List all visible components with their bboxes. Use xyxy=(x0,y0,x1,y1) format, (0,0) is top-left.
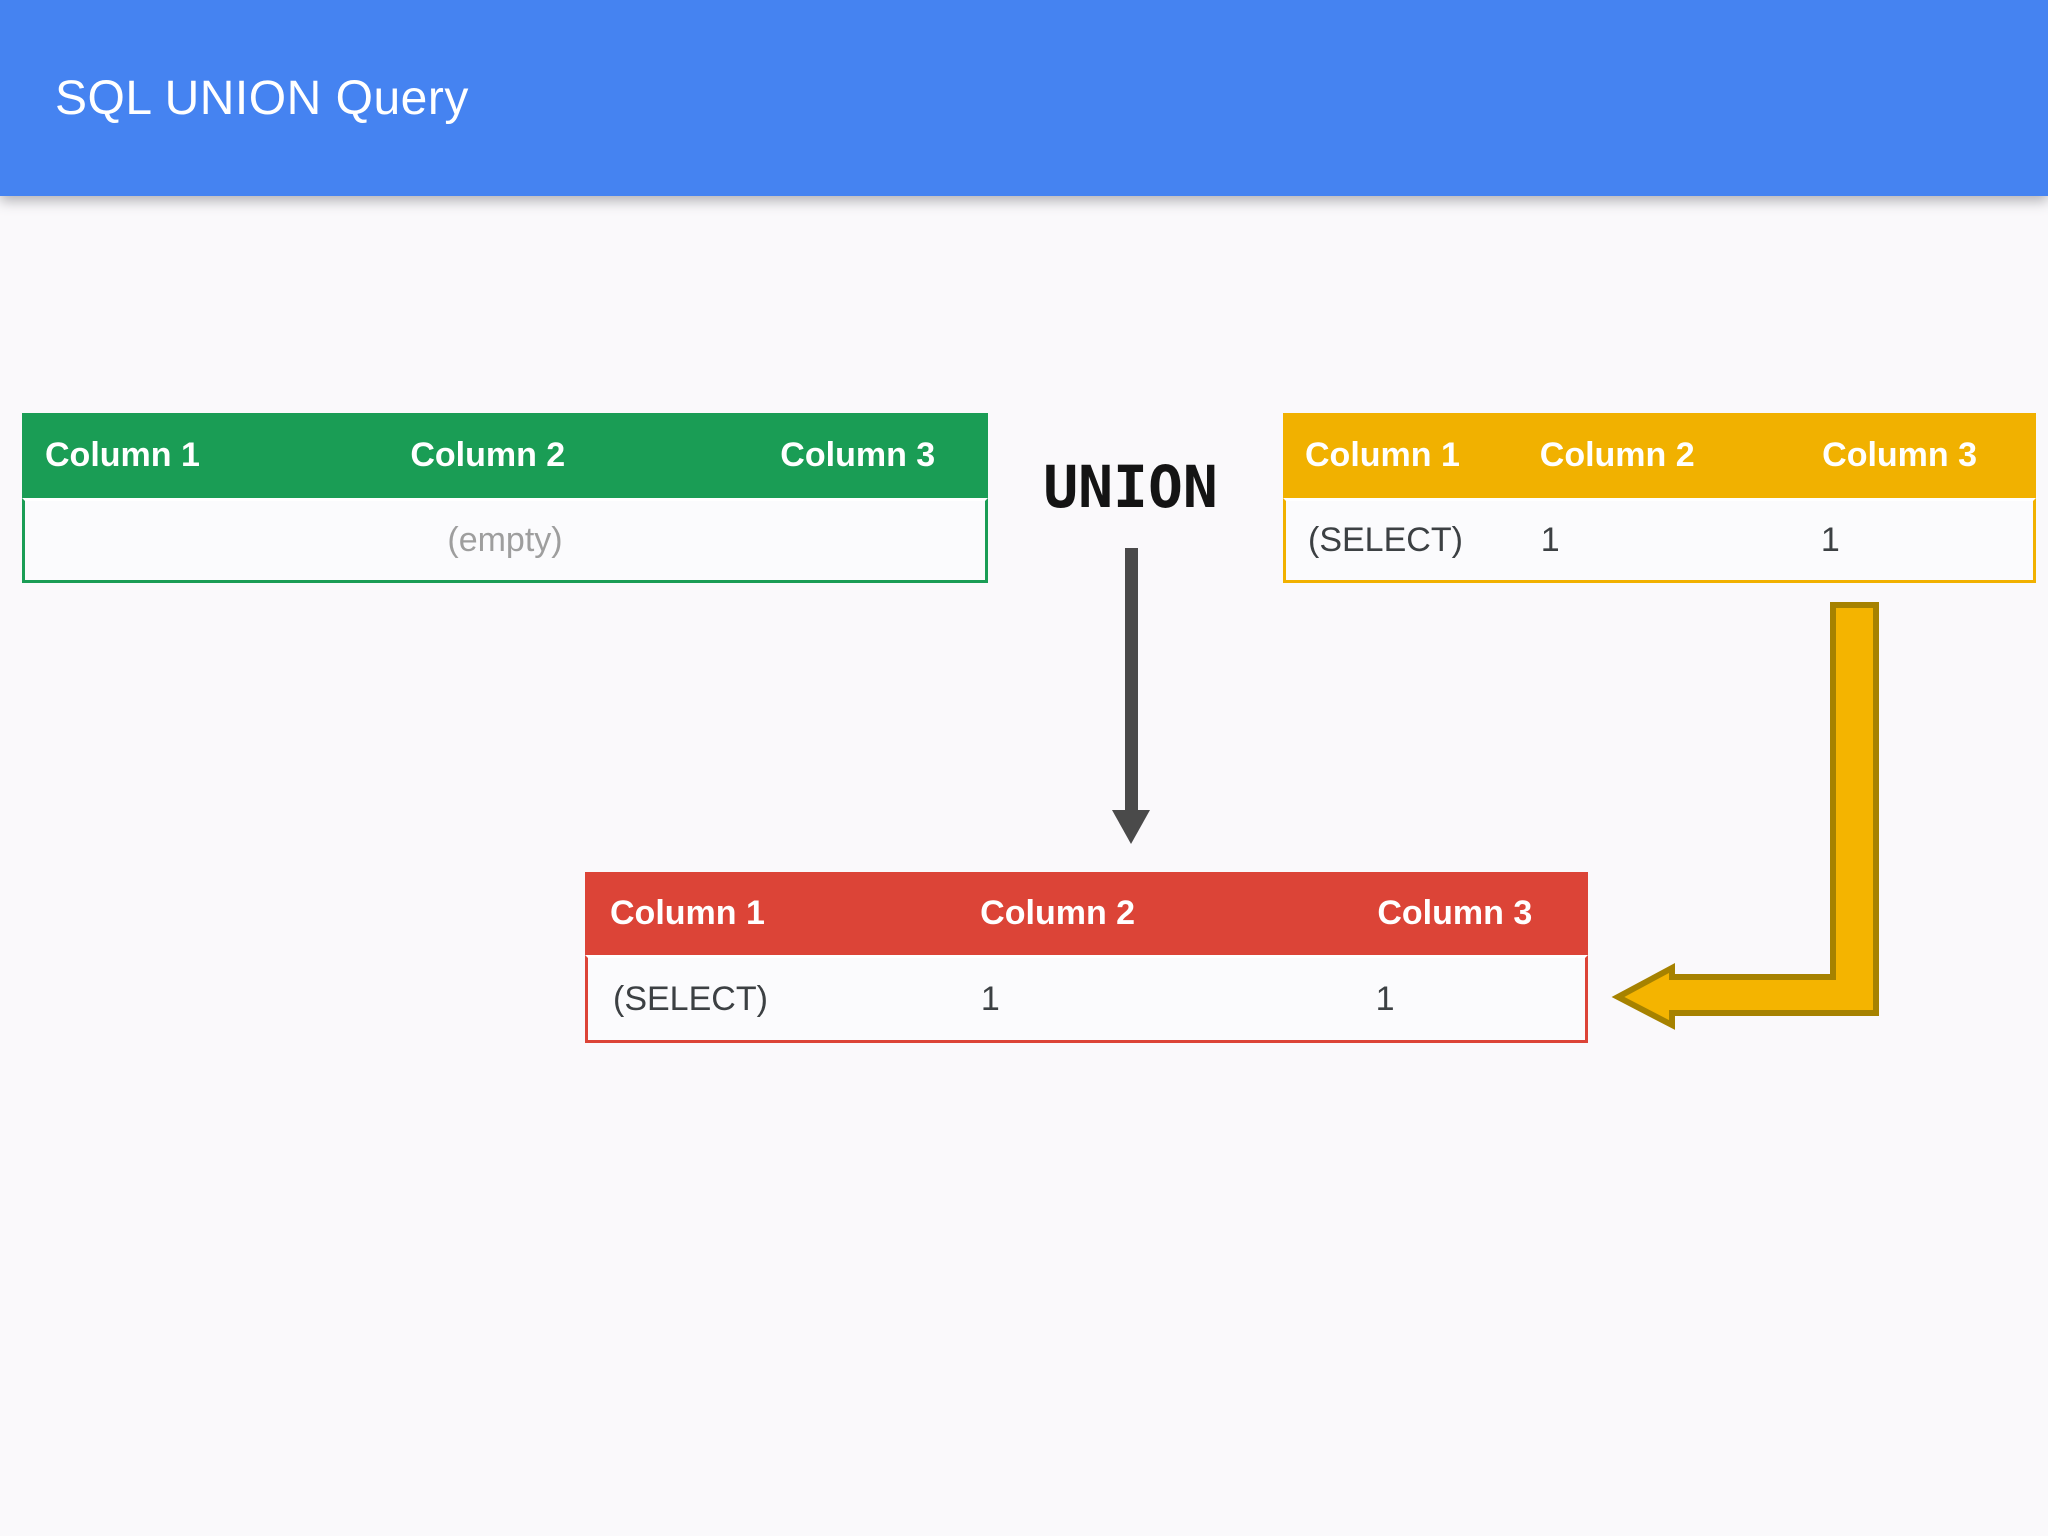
result-table-header: Column 1 Column 2 Column 3 xyxy=(585,872,1588,955)
table-row: (SELECT) 1 1 xyxy=(585,955,1588,1043)
table-cell: (SELECT) xyxy=(613,979,768,1018)
column-header: Column 1 xyxy=(45,436,200,474)
left-source-table: Column 1 Column 2 Column 3 (empty) xyxy=(22,413,988,583)
left-source-table-header: Column 1 Column 2 Column 3 xyxy=(22,413,988,498)
column-header: Column 2 xyxy=(410,436,566,474)
column-header: Column 3 xyxy=(1822,436,1978,474)
page-title: SQL UNION Query xyxy=(55,71,469,125)
table-row: (SELECT) 1 1 xyxy=(1283,498,2036,583)
table-row: (empty) xyxy=(22,498,988,583)
table-cell: 1 xyxy=(1375,979,1395,1018)
union-down-arrow-icon xyxy=(1112,548,1150,844)
column-header: Column 3 xyxy=(1377,894,1533,932)
right-source-table-header: Column 1 Column 2 Column 3 xyxy=(1283,413,2036,498)
app-header-bar: SQL UNION Query xyxy=(0,0,2048,196)
right-source-table: Column 1 Column 2 Column 3 (SELECT) 1 1 xyxy=(1283,413,2036,583)
union-operator-label: UNION xyxy=(1043,453,1218,521)
result-table: Column 1 Column 2 Column 3 (SELECT) 1 1 xyxy=(585,872,1588,1043)
column-header: Column 3 xyxy=(780,436,936,474)
empty-row-label: (empty) xyxy=(447,521,563,559)
table-cell: 1 xyxy=(1820,521,1840,559)
column-header: Column 2 xyxy=(980,894,1136,932)
table-cell: (SELECT) xyxy=(1308,521,1463,559)
column-header: Column 1 xyxy=(610,894,765,932)
result-feed-arrow-icon xyxy=(1611,602,1879,1030)
table-cell: 1 xyxy=(1540,521,1560,559)
column-header: Column 2 xyxy=(1539,436,1695,474)
column-header: Column 1 xyxy=(1305,436,1460,474)
table-cell: 1 xyxy=(980,979,1000,1018)
